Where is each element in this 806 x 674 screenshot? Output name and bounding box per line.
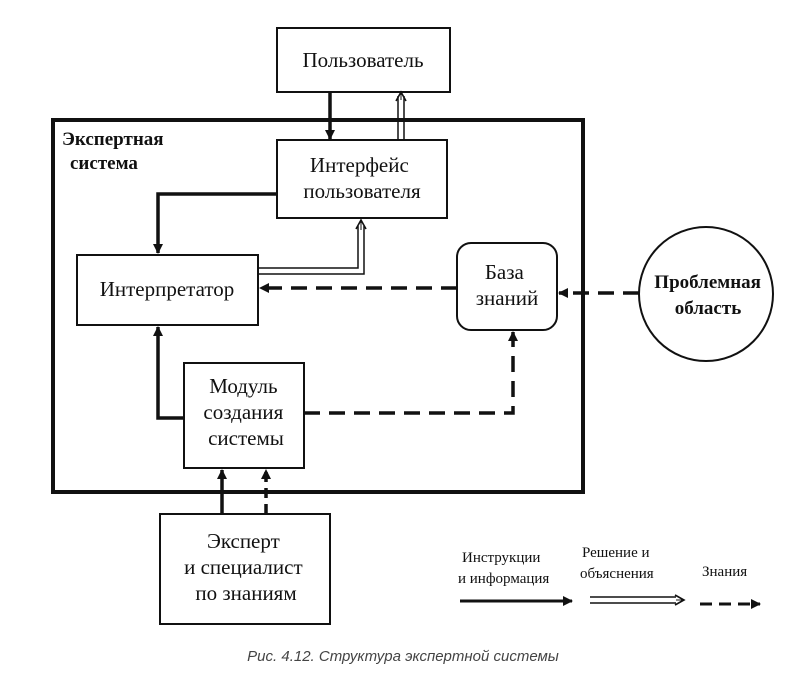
system-builder-label: Модуль создания системы <box>203 374 288 450</box>
system-builder-node: Модуль создания системы <box>183 362 305 469</box>
knowledge-base-label: База знаний <box>476 260 539 310</box>
interpreter-node: Интерпретатор <box>76 254 259 326</box>
figure-caption: Рис. 4.12. Структура экспертной системы <box>247 648 559 665</box>
user-label: Пользователь <box>302 48 423 72</box>
legend-instructions-label: Инструкции и информация <box>458 550 549 587</box>
arrow-interpreter-to-interface <box>258 218 367 275</box>
problem-area-node: Проблемная область <box>638 226 774 362</box>
legend: Инструкции и информация Решение и объясн… <box>458 545 761 609</box>
arrow-interface-to-user <box>395 90 407 140</box>
legend-solutions-label: Решение и объяснения <box>580 545 654 582</box>
legend-item-instructions: Инструкции и информация <box>458 550 573 606</box>
problem-area-label: Проблемная область <box>654 272 765 319</box>
user-interface-node: Интерфейс пользователя <box>276 139 448 219</box>
knowledge-base-node: База знаний <box>456 242 558 331</box>
expert-node: Эксперт и специалист по знаниям <box>159 513 331 625</box>
legend-knowledge-label: Знания <box>702 564 747 580</box>
interpreter-label: Интерпретатор <box>100 277 235 301</box>
legend-double-arrow <box>590 594 686 606</box>
expert-system-frame <box>51 118 585 494</box>
arrow-builder-to-interpreter <box>153 326 184 420</box>
user-node: Пользователь <box>276 27 451 93</box>
legend-item-knowledge: Знания <box>700 564 761 609</box>
expert-label: Эксперт и специалист по знаниям <box>184 529 308 605</box>
expert-system-label: Экспертная система <box>62 129 168 174</box>
user-interface-label: Интерфейс пользователя <box>303 153 421 203</box>
legend-item-solutions: Решение и объяснения <box>580 545 686 606</box>
arrow-builder-to-kb <box>304 331 518 415</box>
expert-system-diagram: Экспертная система Пользователь Интерфей… <box>51 27 774 625</box>
arrow-interface-to-interpreter <box>153 192 277 254</box>
